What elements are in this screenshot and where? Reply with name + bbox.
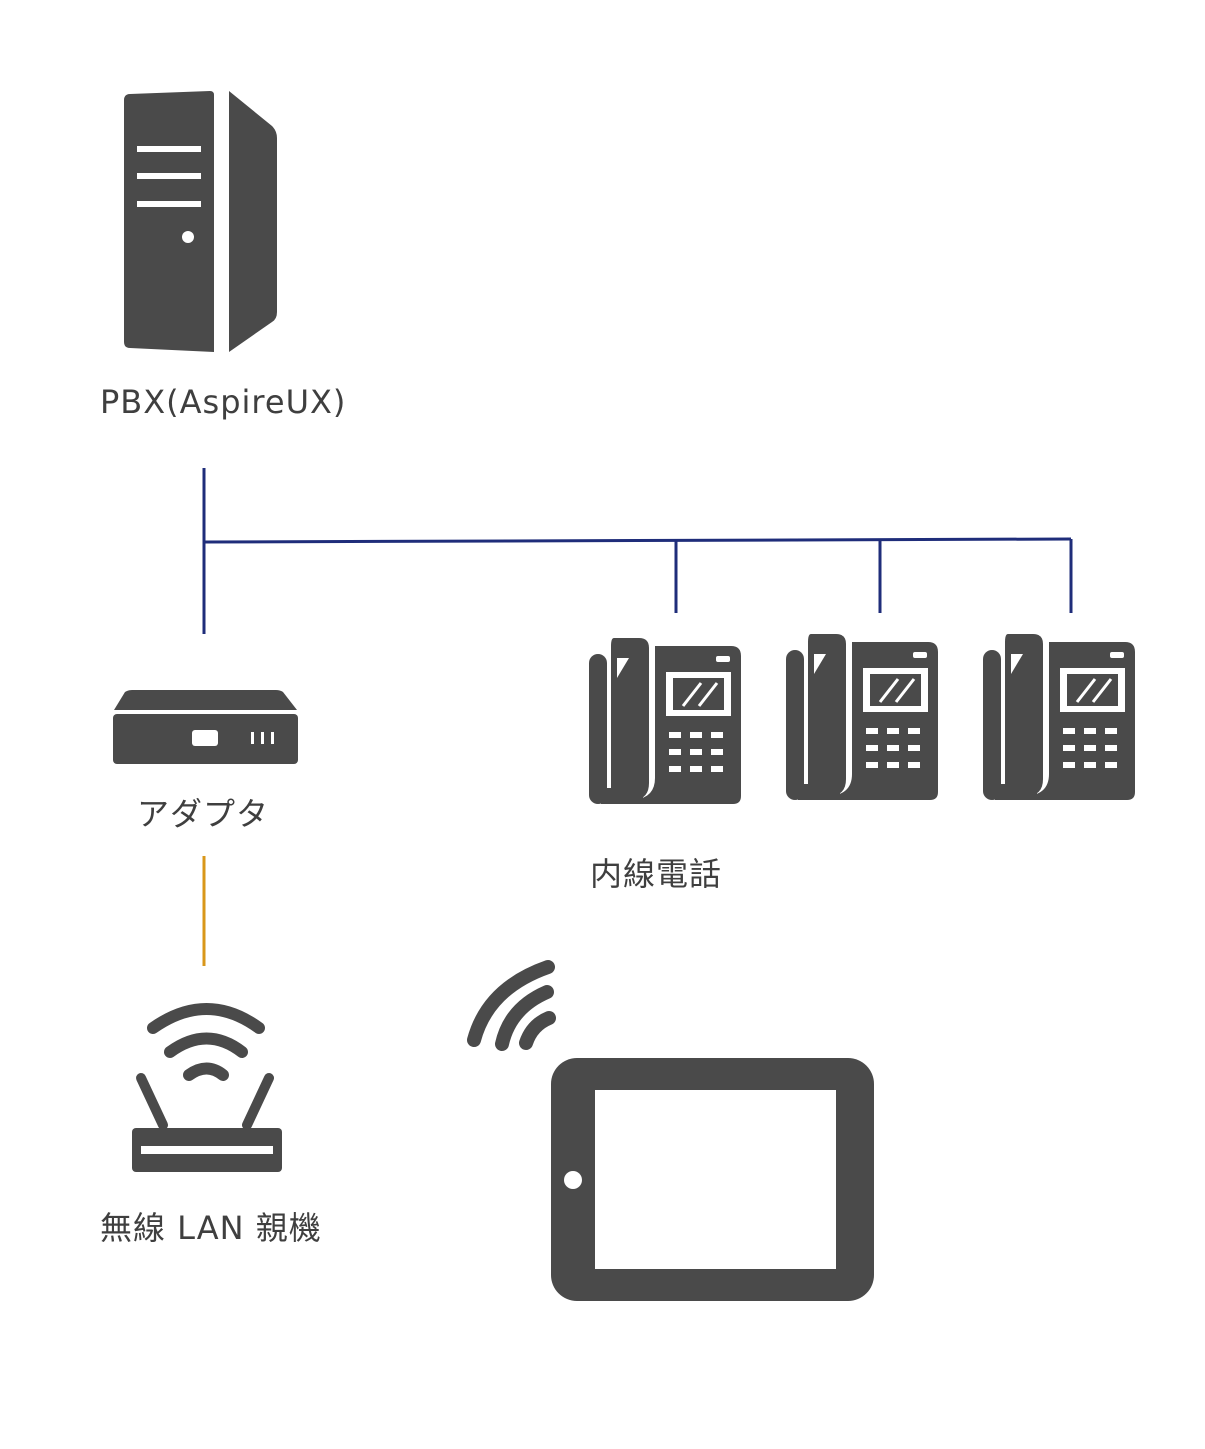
extension-bus-line [203,537,1072,544]
wireless-lan-label: 無線 LAN 親機 [100,1209,322,1247]
desk-phone-icon [587,636,743,806]
wireless-router-icon [132,1003,282,1172]
extension-phones-label: 内線電話 [590,855,723,893]
server-tower-icon [124,91,277,352]
desk-phone-icon [784,632,940,802]
pbx-label: PBX(AspireUX) [100,383,347,421]
network-adapter-icon [113,690,298,764]
wifi-signal-icon [147,1003,265,1034]
tablet-icon [551,1058,874,1301]
desk-phone-icon [981,632,1137,802]
wired-connections [202,468,1073,634]
adapter-label: アダプタ [137,795,270,833]
wifi-signal-icon [467,960,556,1051]
